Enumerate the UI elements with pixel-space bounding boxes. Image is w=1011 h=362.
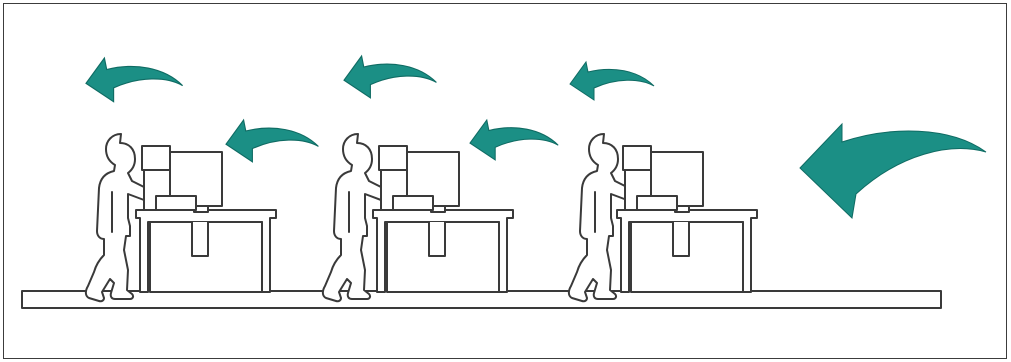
floor-conveyor: [22, 291, 941, 308]
station-3: [569, 62, 757, 301]
station-1: [86, 58, 319, 301]
curved-arrow-icon: [800, 124, 986, 218]
curved-arrow-icon: [344, 56, 436, 98]
curved-arrow-icon: [470, 120, 558, 160]
curved-arrow-icon: [86, 58, 183, 102]
workstation-icon: [373, 146, 513, 292]
workstation-icon: [617, 146, 757, 292]
curved-arrow-icon: [570, 62, 654, 100]
curved-arrow-icon: [226, 120, 318, 162]
station-2: [323, 56, 558, 301]
workstation-icon: [136, 146, 276, 292]
